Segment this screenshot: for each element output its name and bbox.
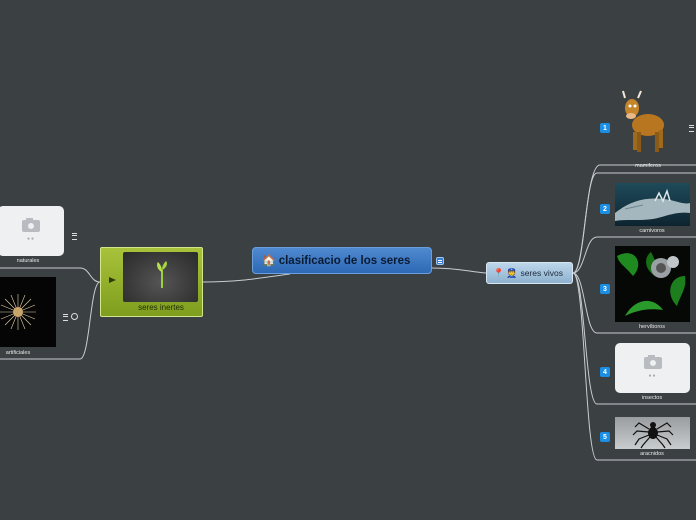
- naturales-caption: naturales: [0, 258, 56, 264]
- camera-icon: [22, 220, 40, 232]
- sprout-photo: [123, 252, 198, 302]
- naturales-image[interactable]: ●●: [0, 206, 64, 256]
- artificiales-caption: artificiales: [0, 350, 38, 356]
- house-icon: 🏠: [262, 254, 276, 267]
- number-badge-1: 1: [600, 123, 610, 133]
- mamiferos-caption: mamiferos: [626, 163, 670, 169]
- central-topic[interactable]: 🏠 clasificacio de los seres: [252, 247, 432, 274]
- collapse-arrow-icon[interactable]: [109, 277, 116, 283]
- topic-seres-inertes-label: seres inertes: [121, 303, 201, 312]
- aracnidos-caption: aracnidos: [632, 451, 672, 457]
- number-badge-5: 5: [600, 432, 610, 442]
- globe-icon[interactable]: [71, 313, 78, 320]
- image-dots-icon: ●●: [648, 373, 656, 379]
- number-badge-3: 3: [600, 284, 610, 294]
- herviboros-image[interactable]: [615, 246, 690, 322]
- camera-icon: [644, 357, 662, 369]
- notes-icon[interactable]: [436, 257, 444, 265]
- insectos-caption: insectos: [632, 395, 672, 401]
- herviboros-caption: hervíboros: [632, 324, 672, 330]
- insectos-image[interactable]: ●●: [615, 343, 690, 393]
- topic-seres-inertes[interactable]: seres inertes: [100, 247, 203, 317]
- topic-seres-vivos-label: seres vivos: [520, 268, 563, 278]
- topic-seres-vivos[interactable]: 📍 👮 seres vivos: [486, 262, 573, 284]
- image-dots-icon: ●●: [27, 236, 35, 242]
- carnivoros-image[interactable]: [615, 183, 690, 226]
- central-topic-label: clasificacio de los seres: [279, 255, 411, 267]
- menu-icon[interactable]: [72, 233, 77, 240]
- menu-icon[interactable]: [689, 125, 694, 132]
- number-badge-4: 4: [600, 367, 610, 377]
- number-badge-2: 2: [600, 204, 610, 214]
- carnivoros-caption: carnivoros: [632, 228, 672, 234]
- pin-icon: 📍: [493, 268, 504, 279]
- mamiferos-image[interactable]: [616, 88, 672, 158]
- artificiales-image[interactable]: [0, 277, 56, 347]
- menu-icon[interactable]: [63, 314, 68, 321]
- aracnidos-image[interactable]: [615, 417, 690, 449]
- police-officer-icon: 👮: [506, 268, 517, 279]
